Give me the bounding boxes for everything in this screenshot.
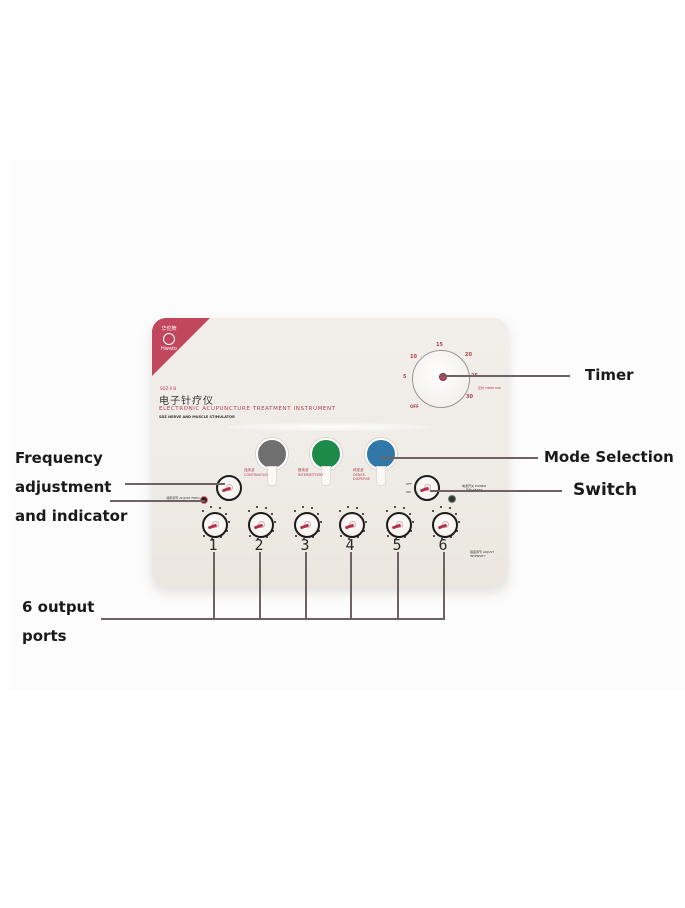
port-leader-line-5: [397, 552, 399, 619]
timer-leader-line: [440, 375, 570, 377]
port-leader-line-6: [443, 552, 445, 619]
brand-corner: [152, 318, 210, 376]
switch-leader-line: [430, 490, 562, 492]
timer-unit: 定时 TIMER MIN: [478, 386, 501, 390]
subtitle: SDZ NERVE AND MUSCLE STIMULATOR: [159, 415, 235, 419]
knob-scale-dots: [242, 506, 276, 540]
knob-scale-dots: [333, 506, 367, 540]
knob-scale-dots: [196, 506, 230, 540]
timer-dial[interactable]: [412, 350, 470, 408]
title-english: ELECTRONIC ACUPUNCTURE TREATMENT INSTRUM…: [159, 406, 336, 412]
brand-text: 华佗牌: [161, 326, 177, 332]
mode-indicator-intermittent: [321, 466, 331, 486]
mode-caption-intermittent: 断续波 INTERMITTENT: [298, 468, 324, 477]
mode-leader-line: [380, 457, 538, 459]
port-leader-line-1: [213, 552, 215, 619]
intensity-label: 强度调节 ADJUST INTENSITY: [470, 550, 495, 558]
mode-caption-continuous: 连续波 CONTINUOUS: [244, 468, 268, 477]
knob-scale-dots: [380, 506, 414, 540]
output-knob-4[interactable]: [339, 512, 365, 538]
power-switch-knob[interactable]: [414, 475, 440, 501]
title-chinese: 电子针疗仪: [159, 396, 214, 407]
port-number-6: 6: [438, 536, 448, 554]
port-number-5: 5: [392, 536, 402, 554]
brand-sub: Hwato: [161, 346, 177, 352]
frequency-callout-line3: and indicator: [15, 507, 128, 525]
switch-callout: Switch: [573, 480, 638, 500]
frequency-callout-line2: adjustment: [15, 478, 112, 496]
indicator-leader-line: [110, 500, 205, 502]
port-leader-line-3: [305, 552, 307, 619]
timer-tick-30: 30: [466, 394, 473, 400]
timer-center-icon: [439, 373, 447, 381]
timer-tick-5: 5: [403, 374, 407, 380]
knob-scale-dots: [288, 506, 322, 540]
port-number-1: 1: [208, 536, 218, 554]
timer-tick-15: 15: [436, 342, 443, 348]
frequency-label: 频率调节 ADJUST FREQ: [166, 496, 200, 500]
mode-indicator-continuous: [267, 466, 277, 486]
timer-tick-10: 10: [410, 354, 417, 360]
output-knob-3[interactable]: [294, 512, 320, 538]
timer-tick-off: OFF: [410, 404, 419, 409]
ports-callout-line2: ports: [22, 627, 67, 645]
power-off-mark: OFF: [406, 482, 412, 486]
timer-tick-20: 20: [465, 352, 472, 358]
mode-caption-dense-disperse: 疏密波 DENSE-DISPERSE: [353, 468, 371, 481]
output-knob-1[interactable]: [202, 512, 228, 538]
output-knob-6[interactable]: [432, 512, 458, 538]
frequency-knob[interactable]: [216, 475, 242, 501]
frequency-leader-line: [125, 483, 225, 485]
model-number: SDZ-II B: [160, 386, 177, 391]
brand-logo: 华佗牌 Hwato: [158, 326, 180, 352]
power-on-mark: ON: [406, 490, 411, 494]
acupuncture-device: 华佗牌 Hwato SDZ-II B 电子针疗仪 ELECTRONIC ACUP…: [152, 318, 508, 586]
port-number-3: 3: [300, 536, 310, 554]
mode-indicator-dense-disperse: [376, 466, 386, 486]
port-number-4: 4: [345, 536, 355, 554]
mode-selection-callout: Mode Selection: [544, 448, 674, 466]
knob-scale-dots: [426, 506, 460, 540]
power-led: [448, 495, 456, 503]
ports-callout-line1: 6 output: [22, 598, 95, 616]
port-number-2: 2: [254, 536, 264, 554]
port-leader-line-2: [259, 552, 261, 619]
timer-callout: Timer: [585, 366, 634, 384]
logo-icon: [163, 333, 175, 345]
frequency-callout-line1: Frequency: [15, 449, 103, 467]
output-knob-5[interactable]: [386, 512, 412, 538]
output-knob-2[interactable]: [248, 512, 274, 538]
ports-leader-line: [101, 618, 445, 620]
port-leader-line-4: [350, 552, 352, 619]
panel-ridge: [227, 423, 432, 431]
